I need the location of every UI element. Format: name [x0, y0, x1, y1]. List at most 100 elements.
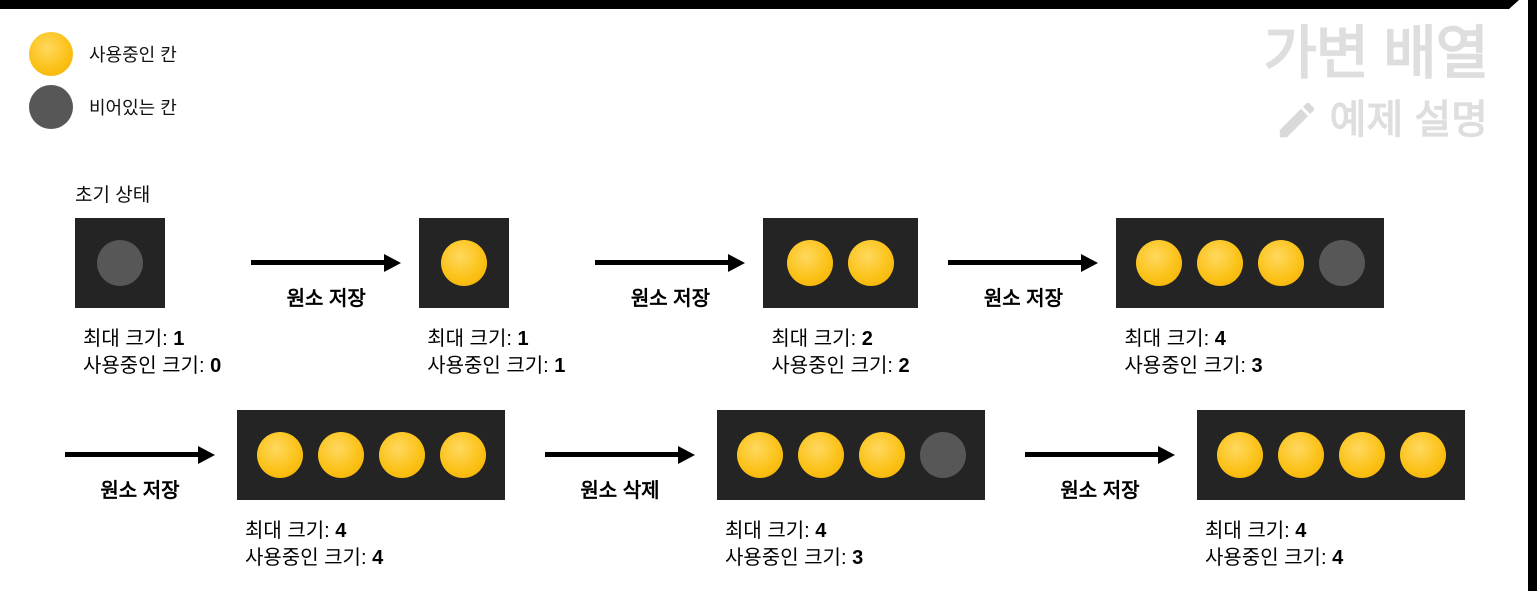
transition-1: 원소 저장	[251, 254, 402, 311]
used-cell	[378, 432, 425, 478]
used-cell	[858, 432, 905, 478]
legend-label-used: 사용중인 칸	[89, 45, 177, 65]
stage-1: 초기 상태 최대 크기: 1 사용중인 크기: 0	[75, 185, 221, 380]
max-size-label: 최대 크기:	[83, 328, 168, 350]
used-size-label: 사용중인 크기:	[725, 547, 847, 569]
arrow-right-icon	[1025, 446, 1175, 464]
max-size-value: 4	[1214, 328, 1226, 350]
used-cell	[1338, 432, 1385, 478]
used-cell	[439, 432, 486, 478]
used-size-value: 3	[1251, 355, 1263, 377]
transition-4: 원소 저장	[65, 446, 215, 503]
legend: 사용중인 칸 비어있는 칸	[29, 32, 177, 138]
used-size-label: 사용중인 크기:	[427, 355, 549, 377]
used-size-value: 1	[554, 355, 566, 377]
max-size-value: 4	[815, 520, 827, 542]
legend-item-used: 사용중인 칸	[29, 32, 177, 76]
used-size-line: 사용중인 크기: 4	[1205, 545, 1465, 572]
max-size-label: 최대 크기:	[1124, 328, 1210, 350]
max-size-value: 2	[861, 328, 873, 350]
max-size-line: 최대 크기: 4	[1124, 326, 1384, 353]
stage-2-stats: 최대 크기: 1 사용중인 크기: 1	[427, 326, 565, 380]
arrow-right-icon	[545, 446, 695, 464]
legend-label-empty: 비어있는 칸	[89, 98, 177, 118]
used-cell	[256, 432, 303, 478]
used-cell	[736, 432, 783, 478]
transition-2: 원소 저장	[595, 254, 746, 311]
max-size-label: 최대 크기:	[1205, 520, 1290, 542]
stage-4: 최대 크기: 4 사용중인 크기: 3	[1116, 185, 1385, 380]
array-box-6	[717, 410, 985, 500]
used-size-value: 4	[372, 547, 384, 569]
used-cell	[797, 432, 844, 478]
used-size-label: 사용중인 크기:	[1124, 355, 1246, 377]
array-box-7	[1197, 410, 1465, 500]
diagram-row-1: 초기 상태 최대 크기: 1 사용중인 크기: 0 원소 저장 최대 크기: 1…	[75, 185, 1385, 380]
stage-3-stats: 최대 크기: 2 사용중인 크기: 2	[771, 326, 918, 380]
max-size-label: 최대 크기:	[427, 328, 512, 350]
max-size-line: 최대 크기: 4	[245, 518, 505, 545]
used-cell	[441, 240, 488, 286]
used-cell	[1399, 432, 1446, 478]
stage-6: 최대 크기: 4 사용중인 크기: 3	[717, 410, 985, 572]
initial-state-label: 초기 상태	[75, 185, 151, 206]
arrow-right-icon	[65, 446, 215, 464]
stage-2: 최대 크기: 1 사용중인 크기: 1	[419, 185, 565, 380]
used-cell-swatch	[29, 32, 73, 76]
max-size-line: 최대 크기: 2	[771, 326, 918, 353]
max-size-line: 최대 크기: 4	[1205, 518, 1465, 545]
transition-1-label: 원소 저장	[286, 288, 366, 310]
page-title: 가변 배열	[1263, 21, 1489, 86]
empty-cell	[919, 432, 966, 478]
legend-item-empty: 비어있는 칸	[29, 85, 177, 129]
empty-cell-swatch	[29, 85, 73, 129]
array-box-3	[763, 218, 919, 308]
used-cell	[1196, 240, 1243, 286]
arrow-right-icon	[595, 254, 746, 272]
used-cell	[787, 240, 834, 286]
used-size-value: 0	[210, 355, 222, 377]
max-size-label: 최대 크기:	[725, 520, 810, 542]
used-cell	[1216, 432, 1263, 478]
diagram-row-2: 원소 저장 최대 크기: 4 사용중인 크기: 4 원소 삭제 최대 크기: 4…	[65, 410, 1465, 572]
used-cell	[848, 240, 895, 286]
stage-7: 최대 크기: 4 사용중인 크기: 4	[1197, 410, 1465, 572]
empty-cell	[1318, 240, 1365, 286]
used-cell	[1277, 432, 1324, 478]
used-size-label: 사용중인 크기:	[83, 355, 205, 377]
transition-4-label: 원소 저장	[100, 480, 180, 502]
used-size-line: 사용중인 크기: 3	[1124, 353, 1384, 380]
max-size-line: 최대 크기: 4	[725, 518, 985, 545]
top-label-spacer	[1116, 185, 1384, 218]
max-size-value: 4	[1295, 520, 1307, 542]
page-subtitle-label: 예제 설명	[1329, 97, 1488, 142]
array-box-1	[75, 218, 165, 308]
stage-4-stats: 최대 크기: 4 사용중인 크기: 3	[1124, 326, 1384, 380]
arrow-right-icon	[251, 254, 402, 272]
stage-7-stats: 최대 크기: 4 사용중인 크기: 4	[1205, 518, 1465, 572]
transition-5-label: 원소 삭제	[580, 480, 660, 502]
right-frame-bar	[1528, 0, 1537, 591]
transition-6-label: 원소 저장	[1060, 480, 1140, 502]
max-size-label: 최대 크기:	[771, 328, 857, 350]
max-size-line: 최대 크기: 1	[427, 326, 565, 353]
top-frame-bar	[0, 0, 1519, 9]
used-size-label: 사용중인 크기:	[1205, 547, 1327, 569]
max-size-line: 최대 크기: 1	[83, 326, 221, 353]
pencil-icon	[1279, 102, 1314, 138]
page-subtitle: 예제 설명	[1263, 97, 1488, 143]
used-size-line: 사용중인 크기: 1	[427, 353, 565, 380]
stage-5: 최대 크기: 4 사용중인 크기: 4	[237, 410, 505, 572]
transition-3-label: 원소 저장	[983, 288, 1063, 310]
arrow-right-icon	[948, 254, 1099, 272]
transition-3: 원소 저장	[948, 254, 1099, 311]
transition-2-label: 원소 저장	[630, 288, 710, 310]
used-size-line: 사용중인 크기: 3	[725, 545, 985, 572]
used-cell	[1135, 240, 1182, 286]
transition-5: 원소 삭제	[545, 446, 695, 503]
stage-6-stats: 최대 크기: 4 사용중인 크기: 3	[725, 518, 985, 572]
used-size-label: 사용중인 크기:	[771, 355, 893, 377]
title-block: 가변 배열 예제 설명	[1263, 21, 1489, 143]
used-size-label: 사용중인 크기:	[245, 547, 367, 569]
